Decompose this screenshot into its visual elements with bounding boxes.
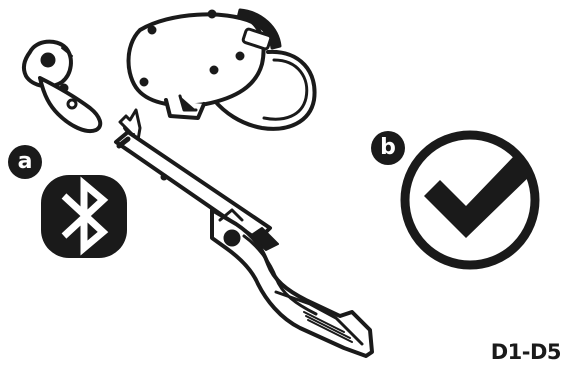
step-badge-b-label: b — [380, 135, 396, 160]
bluetooth-icon — [41, 175, 127, 258]
checkmark-circle-icon — [400, 130, 540, 270]
vr-headset-icon — [126, 8, 317, 131]
step-badge-a: a — [8, 145, 42, 179]
vr-controller-icon — [21, 39, 103, 133]
step-badge-a-label: a — [17, 149, 33, 174]
step-badge-b: b — [371, 131, 405, 165]
step-code-label: D1-D5 — [490, 340, 562, 364]
gun-stock-accessory-icon — [114, 108, 374, 358]
